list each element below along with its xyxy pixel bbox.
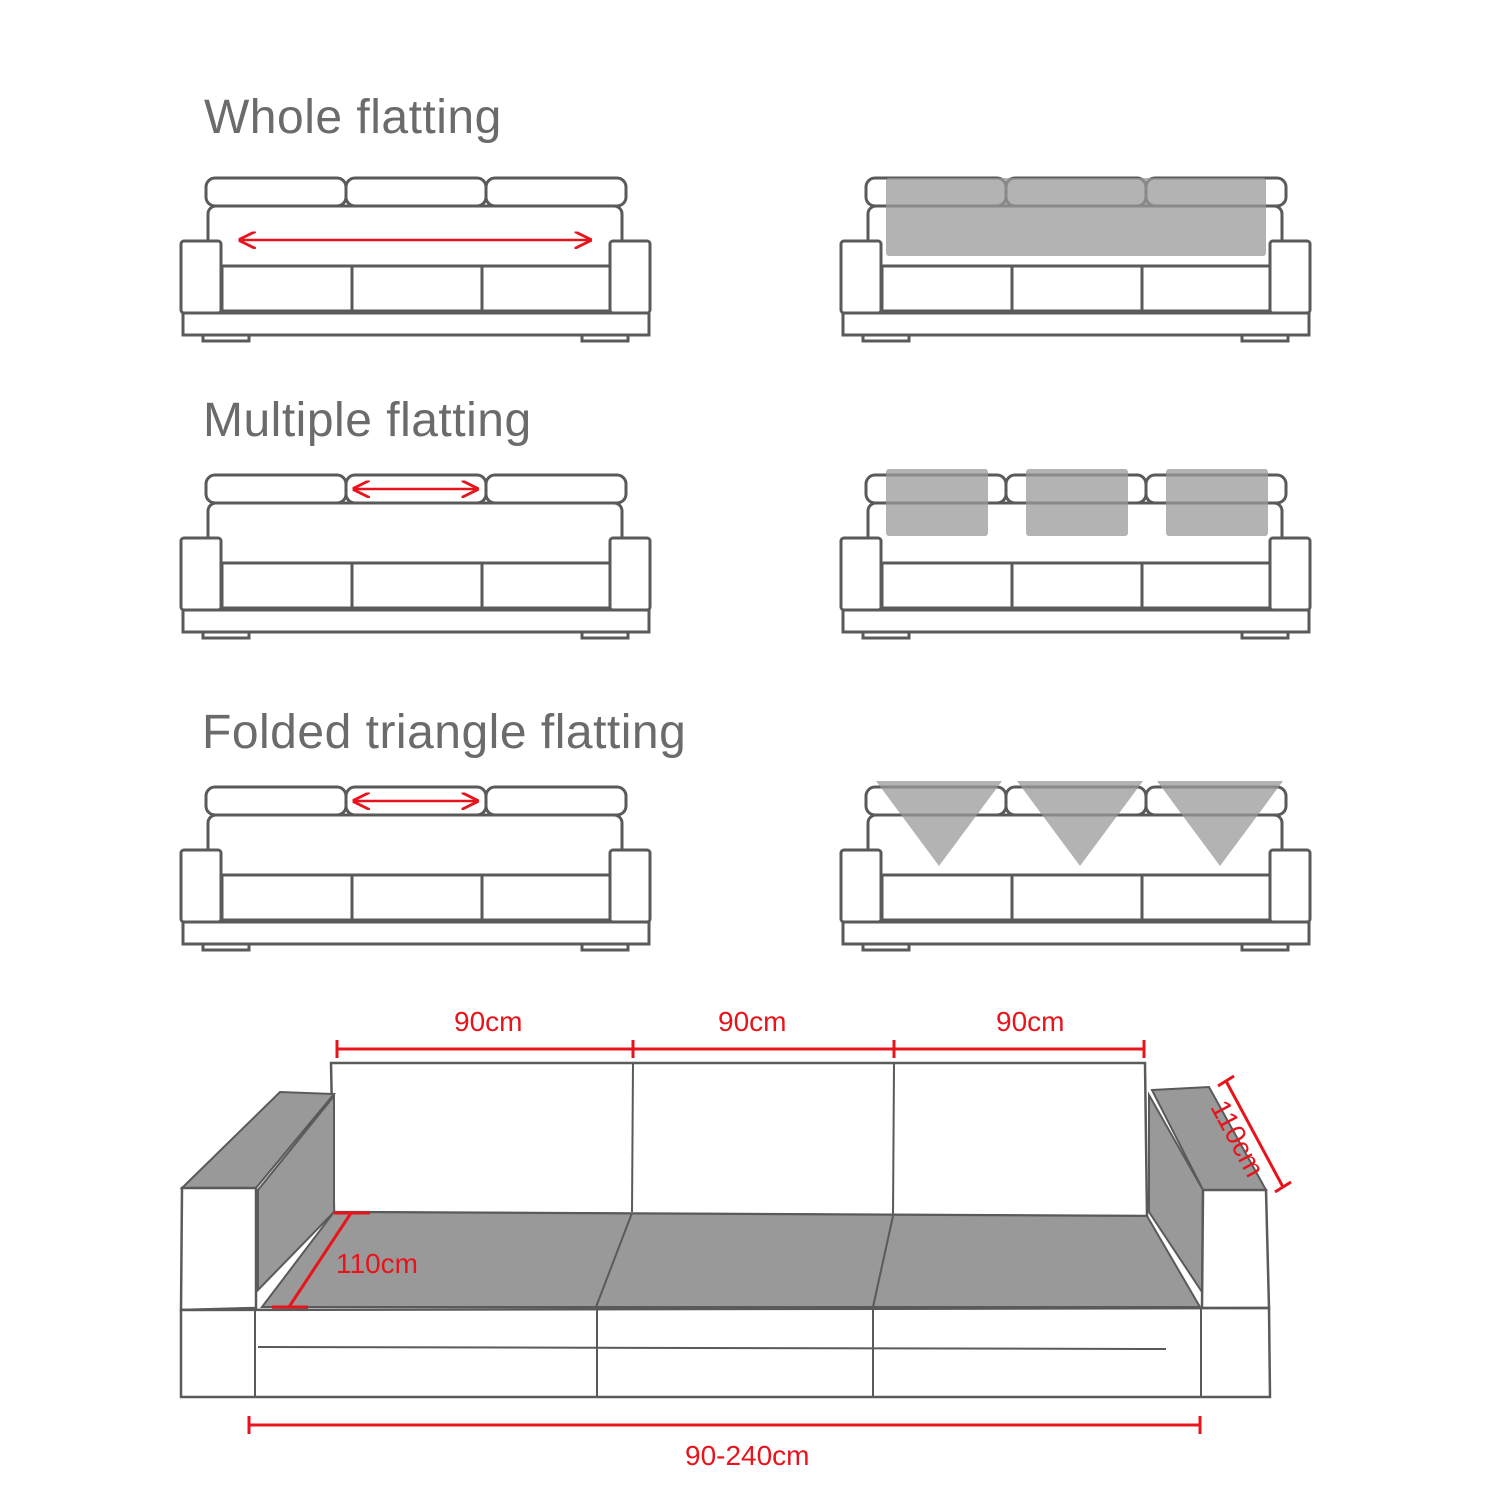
sofa-folded-arrow	[179, 785, 652, 952]
dimension-label-middle: 90cm	[718, 1006, 787, 1037]
sofa-outline	[179, 785, 652, 952]
sofa-multiple-arrow	[179, 473, 652, 640]
cover-whole	[886, 178, 1266, 256]
dim-line-depth	[287, 1212, 353, 1308]
sofa-whole-cover	[839, 176, 1312, 343]
sofa-base	[179, 1306, 1272, 1399]
dimension-label-left: 90cm	[454, 1006, 523, 1037]
sofa-whole-arrow	[179, 176, 652, 343]
sofa-outline	[179, 176, 652, 343]
seat-cover	[259, 1210, 1202, 1308]
right-armrest-front	[1200, 1188, 1271, 1310]
dimension-label-right: 90cm	[996, 1006, 1065, 1037]
sofa-folded-cover	[839, 781, 1312, 952]
dimension-label-seat-depth: 110cm	[336, 1248, 418, 1279]
cover-triangle-left	[876, 781, 1002, 866]
dimension-lines	[247, 1040, 1292, 1434]
large-sofa	[179, 1061, 1272, 1399]
dimension-label-total-width: 90-240cm	[685, 1440, 810, 1471]
cover-piece-middle	[1026, 469, 1128, 536]
left-armrest-front	[179, 1186, 258, 1312]
sofa-multiple-cover	[839, 469, 1312, 640]
cover-piece-right	[1166, 469, 1268, 536]
cover-triangle-right	[1157, 781, 1283, 866]
heading-whole-flatting: Whole flatting	[204, 91, 502, 144]
dim-line-armrest	[1224, 1080, 1285, 1188]
back-cushions	[329, 1061, 1149, 1218]
cover-triangle-middle	[1017, 781, 1143, 866]
heading-folded-triangle-flatting: Folded triangle flatting	[202, 706, 687, 759]
cover-piece-left	[886, 469, 988, 536]
heading-multiple-flatting: Multiple flatting	[203, 394, 532, 447]
sofa-outline	[179, 473, 652, 640]
